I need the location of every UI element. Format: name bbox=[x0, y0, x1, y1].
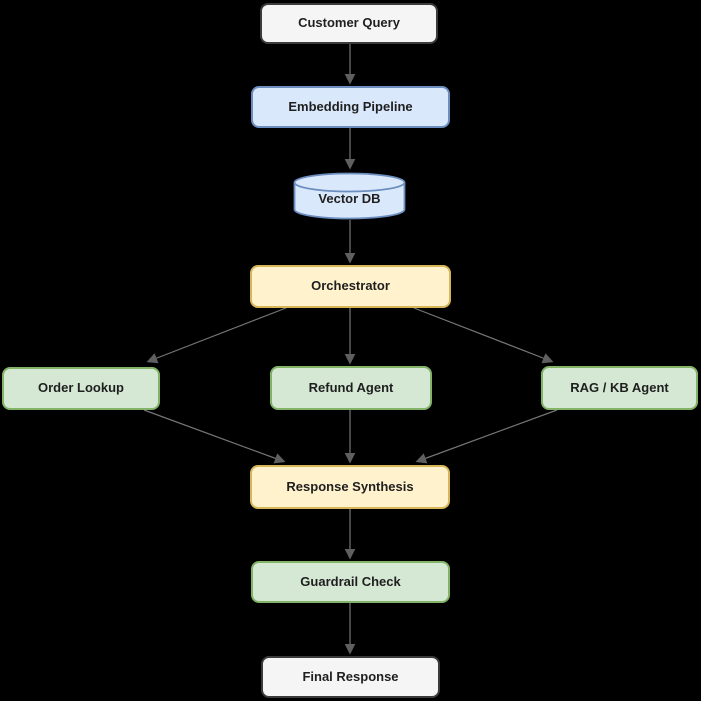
node-order-lookup: Order Lookup bbox=[2, 367, 160, 410]
node-guardrail-check: Guardrail Check bbox=[251, 561, 450, 603]
edge-orchestrator-to-order-lookup bbox=[146, 307, 287, 364]
node-label: Orchestrator bbox=[311, 278, 390, 294]
node-orchestrator: Orchestrator bbox=[250, 265, 451, 308]
node-label: Guardrail Check bbox=[300, 573, 401, 589]
database-cylinder-icon bbox=[293, 172, 406, 220]
edge-rag-kb-agent-to-response-synthesis bbox=[415, 409, 558, 464]
node-refund-agent: Refund Agent bbox=[270, 366, 432, 410]
node-final-response: Final Response bbox=[261, 656, 440, 698]
node-label: Final Response bbox=[302, 668, 399, 684]
node-label: Customer Query bbox=[298, 15, 400, 31]
node-customer-query: Customer Query bbox=[260, 3, 438, 44]
node-label: Response Synthesis bbox=[286, 478, 414, 494]
node-label: RAG / KB Agent bbox=[570, 379, 669, 395]
edge-orchestrator-to-rag-kb-agent bbox=[413, 307, 554, 364]
node-label: Embedding Pipeline bbox=[288, 98, 413, 114]
edge-order-lookup-to-response-synthesis bbox=[143, 409, 286, 464]
node-label: Vector DB bbox=[318, 191, 381, 207]
node-vector-db: Vector DB bbox=[293, 172, 406, 220]
node-embedding-pipeline: Embedding Pipeline bbox=[251, 86, 450, 128]
node-label: Order Lookup bbox=[38, 380, 124, 396]
node-label: Refund Agent bbox=[308, 379, 394, 395]
node-rag-kb-agent: RAG / KB Agent bbox=[541, 366, 698, 410]
node-response-synthesis: Response Synthesis bbox=[250, 465, 450, 509]
